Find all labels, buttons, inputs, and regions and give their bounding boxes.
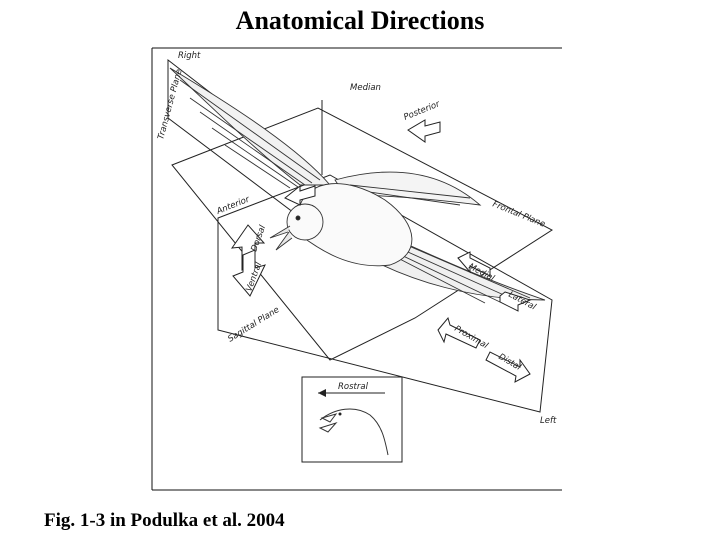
posterior-arrow xyxy=(407,119,441,143)
direction-arrows xyxy=(230,119,532,383)
ventral-arrow xyxy=(232,249,266,297)
anterior-arrow xyxy=(284,184,316,206)
lateral-arrow xyxy=(499,291,532,312)
label-median: Median xyxy=(350,83,381,93)
label-anterior: Anterior xyxy=(214,194,251,217)
frontal-plane xyxy=(171,107,553,361)
medial-arrow xyxy=(457,251,491,277)
label-right: Right xyxy=(178,51,201,61)
bird-drawing xyxy=(169,67,546,304)
label-frontal-plane: Frontal Plane xyxy=(491,200,547,230)
proximal-arrow xyxy=(437,316,481,349)
page-title: Anatomical Directions xyxy=(235,6,485,35)
rostral-inset xyxy=(301,376,403,463)
label-left: Left xyxy=(540,416,557,426)
label-posterior: Posterior xyxy=(402,99,441,123)
label-transverse-plane: Transverse Plane xyxy=(156,68,184,141)
label-rostral: Rostral xyxy=(338,382,369,392)
distal-arrow xyxy=(485,351,531,383)
figure-caption: Fig. 1-3 in Podulka et al. 2004 xyxy=(44,510,285,531)
figure-frame xyxy=(151,47,562,491)
